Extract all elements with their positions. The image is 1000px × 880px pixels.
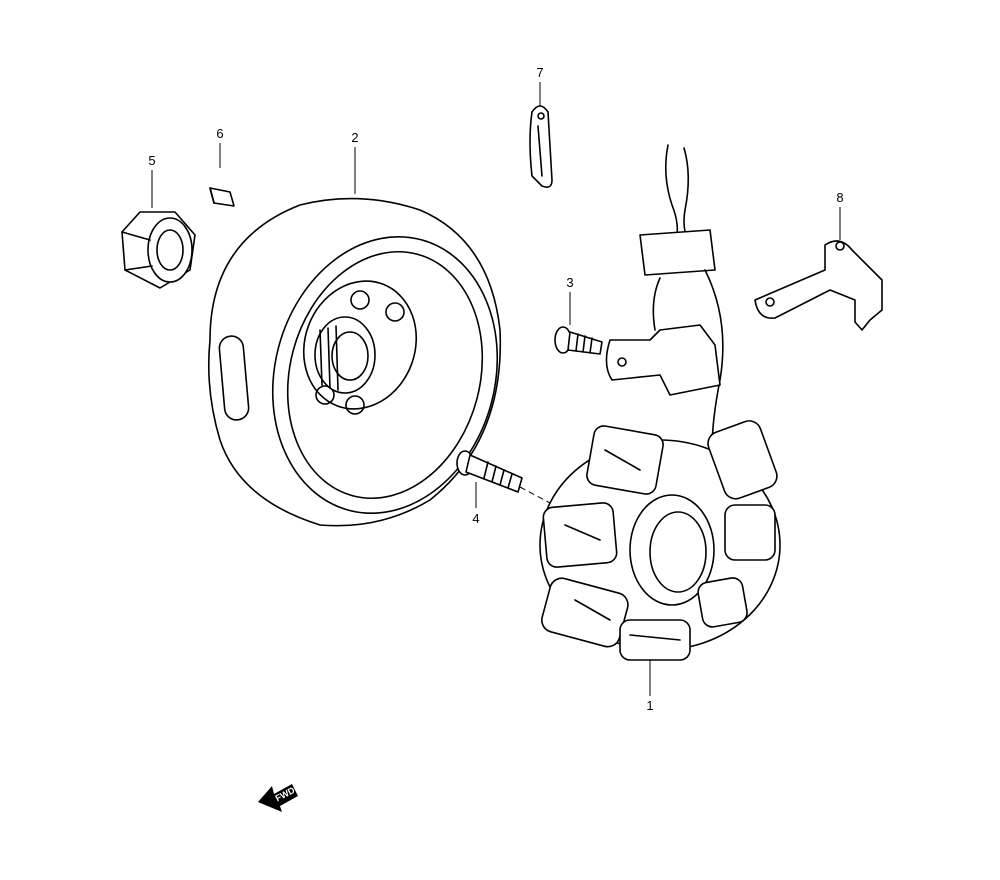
key-part [209,187,235,207]
fwd-direction-arrow: FWD [258,784,298,812]
bolt-part [456,450,523,493]
screw-part [554,326,603,355]
nut-part [121,211,196,289]
leader-lines [151,82,841,696]
callout-3: 3 [566,275,574,290]
callout-6: 6 [216,126,224,141]
clamp-part [529,105,553,188]
callout-7: 7 [536,65,544,80]
callout-8: 8 [836,190,844,205]
stator-part [539,144,781,661]
flywheel-part [207,197,502,527]
callout-5: 5 [148,153,156,168]
callout-1: 1 [646,698,654,713]
bracket-part [754,240,883,331]
callout-2: 2 [351,130,359,145]
callout-4: 4 [472,511,480,526]
